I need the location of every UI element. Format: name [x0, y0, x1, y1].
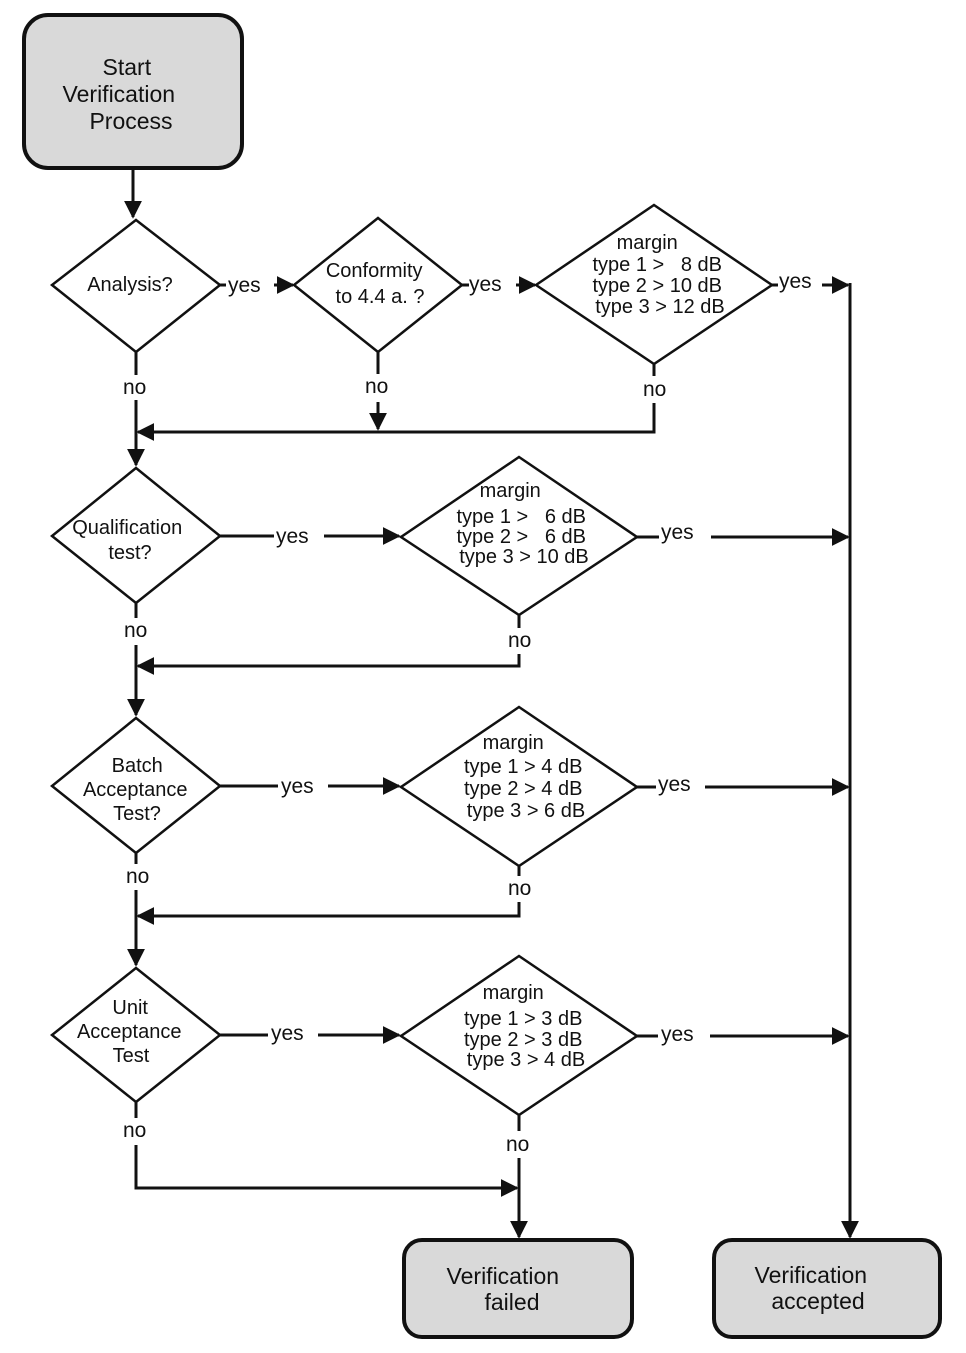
no-label: no — [123, 376, 146, 399]
analysis-decision: Analysis? — [49, 218, 223, 354]
failed-node: Verification failed — [402, 1238, 634, 1339]
qualification-margin-decision: margin type 1 > 6 dB type 2 > 6 dB type … — [398, 455, 640, 617]
no-label: no — [126, 865, 149, 888]
unit-decision: Unit Acceptance Test — [49, 966, 223, 1104]
no-label: no — [643, 378, 666, 401]
svg-text:margin type 1 > 6 dB: margin type 1 > 6 dB type 2 > 6 dB type … — [456, 480, 591, 568]
qualification-decision: Qualification test? — [50, 466, 222, 605]
margin2-no-return-arrow — [136, 654, 521, 675]
margin1-no-return-arrow — [136, 403, 656, 441]
connectors — [124, 168, 859, 1239]
yes-label: yes — [281, 775, 314, 798]
margin3-no-return-arrow — [136, 902, 521, 925]
batch-margin-decision: margin type 1 > 4 dB type 2 > 4 dB type … — [398, 705, 640, 868]
no-label: no — [506, 1133, 529, 1156]
svg-text:margin type 1 > 8 dB: margin type 1 > 8 dB type 2 > 10 dB type… — [592, 232, 727, 318]
no-label: no — [508, 877, 531, 900]
yes-label: yes — [779, 270, 812, 293]
start-node: Start Verification Process — [22, 13, 244, 170]
svg-text:Conformity to 4.4 a. ?: Conformity to 4.4 a. ? — [326, 260, 428, 308]
yes-label: yes — [661, 1023, 694, 1046]
conformity-decision: Conformity to 4.4 a. ? — [291, 216, 465, 354]
no-label: no — [508, 629, 531, 652]
yes-label: yes — [661, 521, 694, 544]
svg-text:margin type 1 > 4 dB: margin type 1 > 4 dB type 2 > 4 dB type … — [464, 732, 588, 822]
failed-label: Verification failed — [447, 1263, 566, 1315]
yes-label: yes — [469, 273, 502, 296]
no-label: no — [123, 1119, 146, 1142]
svg-text:Batch Acceptance T: Batch Acceptance Test? — [83, 755, 193, 825]
accepted-label: Verification accepted — [755, 1262, 874, 1314]
yes-label: yes — [658, 773, 691, 796]
analysis-margin-decision: margin type 1 > 8 dB type 2 > 10 dB type… — [533, 203, 775, 366]
svg-text:Unit Acceptance Te: Unit Acceptance Test — [77, 997, 187, 1067]
unit-margin-decision: margin type 1 > 3 dB type 2 > 3 dB type … — [398, 954, 640, 1117]
edge-labels: yes yes yes yes yes yes yes yes yes no n… — [123, 270, 812, 1156]
accepted-node: Verification accepted — [712, 1238, 942, 1339]
yes-label: yes — [276, 525, 309, 548]
svg-text:margin type 1 > 3 dB: margin type 1 > 3 dB type 2 > 3 dB type … — [464, 982, 588, 1071]
no-label: no — [124, 619, 147, 642]
batch-decision: Batch Acceptance Test? — [50, 716, 222, 855]
start-label: Start Verification Process — [63, 54, 182, 134]
yes-label: yes — [271, 1022, 304, 1045]
unit-no-arrow — [134, 1145, 519, 1197]
svg-text:Analysis?: Analysis? — [87, 274, 173, 296]
svg-text:Qualification test?: Qualification test? — [72, 517, 188, 564]
no-label: no — [365, 375, 388, 398]
yes-label: yes — [228, 274, 261, 297]
